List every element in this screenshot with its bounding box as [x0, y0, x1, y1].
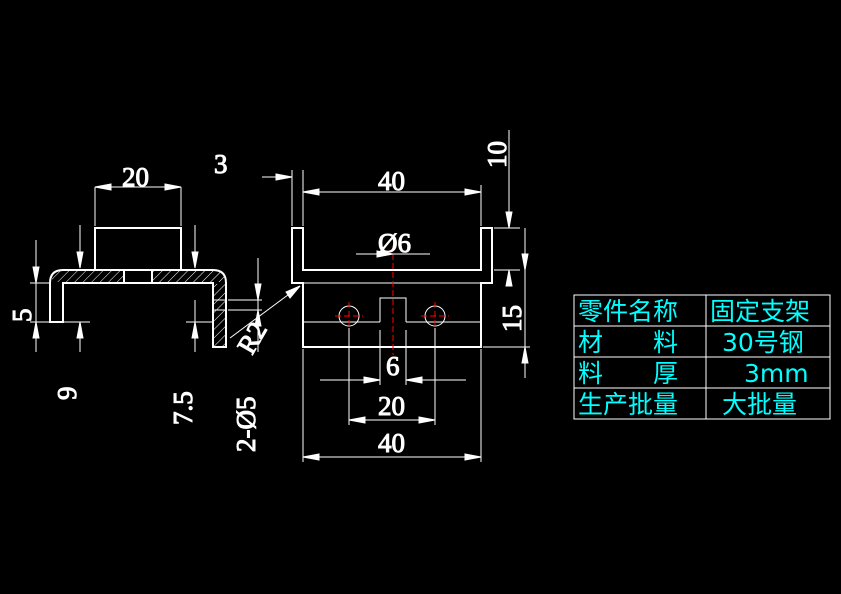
row-1-label: 零件名称: [578, 297, 678, 326]
dim-radius: R2: [231, 317, 273, 359]
dim-top-width: 40: [378, 166, 405, 196]
row-3-label: 料 厚: [578, 359, 678, 388]
hatch-leg: [214, 284, 225, 346]
dim-hole-spacing: 20: [378, 391, 405, 421]
dim-lip-height: 10: [482, 141, 512, 168]
row-4-value: 大批量: [722, 390, 797, 419]
dim-slot-width: 6: [386, 351, 400, 381]
side-top-block: [94, 227, 182, 271]
side-view: [49, 227, 227, 348]
row-2-label: 材 料: [578, 328, 678, 357]
dim-holes: 2-Ø5: [231, 397, 261, 453]
side-channel: [49, 269, 227, 348]
centerlines: [335, 245, 449, 355]
row-2-value: 30号钢: [722, 328, 804, 357]
dim-thickness: 3: [214, 149, 228, 179]
row-3-value: 3mm: [744, 359, 809, 388]
dim-side-width: 20: [122, 162, 149, 192]
hatch-left: [52, 271, 124, 282]
dim-hole-dia: Ø6: [378, 228, 411, 258]
dim-body-height: 15: [497, 305, 527, 332]
dim-side-depth: 9: [52, 387, 82, 401]
dim-side-slot: 7.5: [168, 391, 198, 425]
hatch-right: [152, 271, 224, 282]
row-1-value: 固定支架: [710, 297, 810, 326]
row-4-label: 生产批量: [578, 390, 678, 419]
dim-side-height: 5: [7, 309, 37, 323]
dim-bottom-width: 40: [378, 428, 405, 458]
front-dimensions: 40 Ø6 10 15 6 20 40: [291, 130, 530, 462]
title-block: 零件名称 固定支架 材 料 30号钢 料 厚 3mm 生产批量 大批量: [573, 294, 831, 420]
